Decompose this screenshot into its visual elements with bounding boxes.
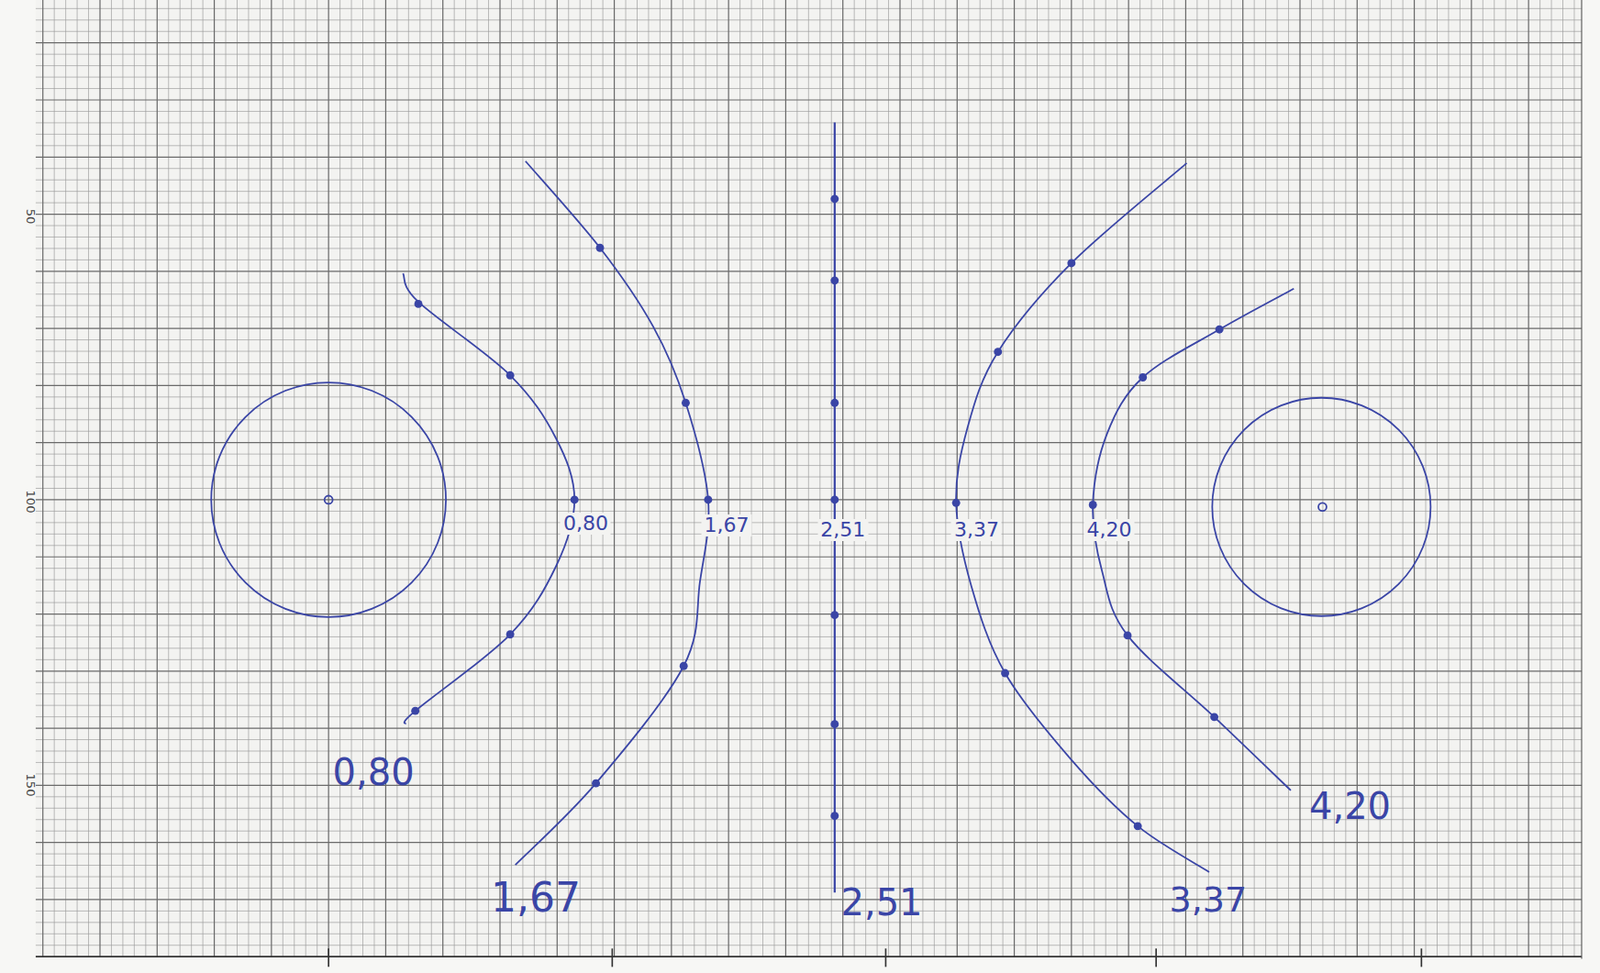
measurement-dot [1123,631,1133,640]
measurement-points [411,194,1223,831]
potential-value: 2,51 [840,884,923,922]
measurement-dot [596,244,605,253]
electrode-center [1318,502,1327,512]
electrode-center [324,496,334,505]
electrode-circle [211,382,446,618]
measurement-dot [993,347,1002,356]
equipotential-curve [402,273,575,725]
grid-minor [35,0,1582,957]
potential-value: 4,20 [1084,519,1135,542]
measurement-dot [1088,500,1098,510]
measurement-dot [570,496,579,505]
paper-edge [35,955,1582,958]
measurement-dot [1133,822,1143,831]
measurement-dot [1210,712,1219,722]
graph-paper [35,0,1582,959]
measurement-dot [414,300,423,309]
equipotential-curve [955,163,1210,873]
measurement-dot [952,499,961,508]
equipotential-line [833,122,836,893]
potential-value: 0,80 [560,512,612,535]
measurement-dot [1000,669,1010,678]
potential-value: 4,20 [1309,788,1391,825]
measurement-dot [830,399,839,408]
potential-value: 0,80 [333,754,415,791]
axis-value: 50 [24,209,37,225]
measurement-dot [591,779,600,789]
measurement-dot [1138,373,1147,382]
measurement-dot [679,662,689,671]
measurement-dot [830,276,839,285]
measurement-dot [830,496,839,505]
measurement-dot [830,194,839,203]
electrode-circle [1211,398,1431,617]
measurement-dot [830,720,839,729]
potential-value: 1,67 [490,877,581,919]
potential-value: 3,37 [1169,882,1248,918]
grid-major [35,0,1582,957]
potential-value: 3,37 [951,519,1002,542]
equipotential-curve [515,161,710,866]
measurement-dot [681,399,690,408]
measurement-dot [830,611,839,620]
axis-ticks [328,948,1422,967]
measurement-dot [830,811,839,821]
axis-value: 100 [24,490,37,514]
measurement-dot [1215,325,1224,334]
paper-edge [1580,0,1582,959]
measurement-dot [1066,258,1076,267]
measurement-dot [506,630,515,639]
measurement-dot [506,371,515,380]
measurement-dot [411,707,420,716]
axis-value: 150 [24,774,37,798]
potential-value: 1,67 [700,514,752,537]
measurement-dot [703,496,712,505]
potential-value: 2,51 [817,519,868,542]
